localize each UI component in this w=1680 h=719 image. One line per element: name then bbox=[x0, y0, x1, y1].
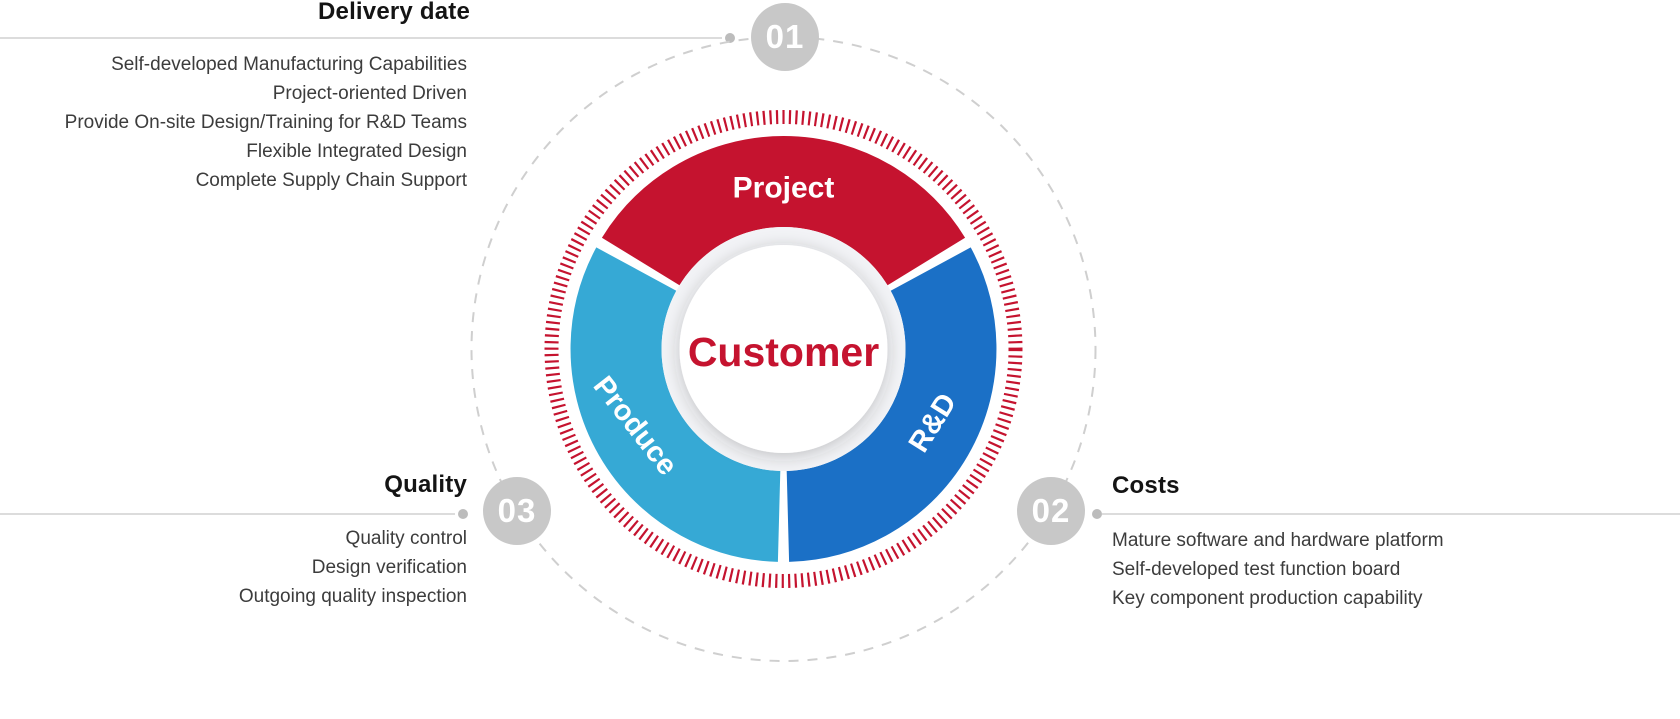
divider-delivery bbox=[0, 33, 735, 43]
divider-endpoint-dot bbox=[725, 33, 735, 43]
list-item: Key component production capability bbox=[1112, 588, 1423, 609]
list-item: Provide On-site Design/Training for R&D … bbox=[64, 112, 467, 133]
costs-feature-list: Mature software and hardware platform Se… bbox=[1112, 526, 1444, 613]
list-item: Outgoing quality inspection bbox=[238, 586, 467, 607]
quality-feature-list: Quality control Design verification Outg… bbox=[0, 524, 467, 611]
section-title-costs: Costs bbox=[1112, 472, 1180, 499]
list-item: Flexible Integrated Design bbox=[246, 141, 467, 162]
list-item: Design verification bbox=[311, 557, 467, 578]
section-title-delivery-date: Delivery date bbox=[317, 0, 470, 25]
center-circle bbox=[679, 245, 888, 453]
section-title-quality: Quality bbox=[384, 471, 467, 498]
divider-endpoint-dot bbox=[458, 509, 468, 519]
badge-02-costs: 02 bbox=[1017, 477, 1085, 545]
segment-produce bbox=[570, 247, 782, 562]
delivery-feature-list: Self-developed Manufacturing Capabilitie… bbox=[0, 50, 467, 195]
divider-endpoint-dot bbox=[1092, 509, 1102, 519]
segment-project bbox=[601, 136, 966, 287]
list-item: Complete Supply Chain Support bbox=[195, 170, 467, 191]
divider-quality bbox=[0, 509, 468, 519]
segment-rd bbox=[785, 247, 997, 562]
badge-01-delivery: 01 bbox=[751, 3, 819, 71]
list-item: Self-developed Manufacturing Capabilitie… bbox=[111, 54, 467, 75]
tick-ring bbox=[544, 110, 1023, 588]
divider-costs bbox=[1092, 509, 1680, 519]
list-item: Quality control bbox=[345, 528, 467, 549]
badge-03-quality: 03 bbox=[483, 477, 551, 545]
list-item: Mature software and hardware platform bbox=[1112, 530, 1444, 551]
center-label: Customer bbox=[688, 329, 879, 375]
list-item: Self-developed test function board bbox=[1112, 559, 1401, 580]
list-item: Project-oriented Driven bbox=[272, 83, 467, 104]
customer-ring-diagram: Project R&D Produce Customer bbox=[470, 36, 1097, 662]
segment-label-project: Project bbox=[733, 172, 835, 205]
